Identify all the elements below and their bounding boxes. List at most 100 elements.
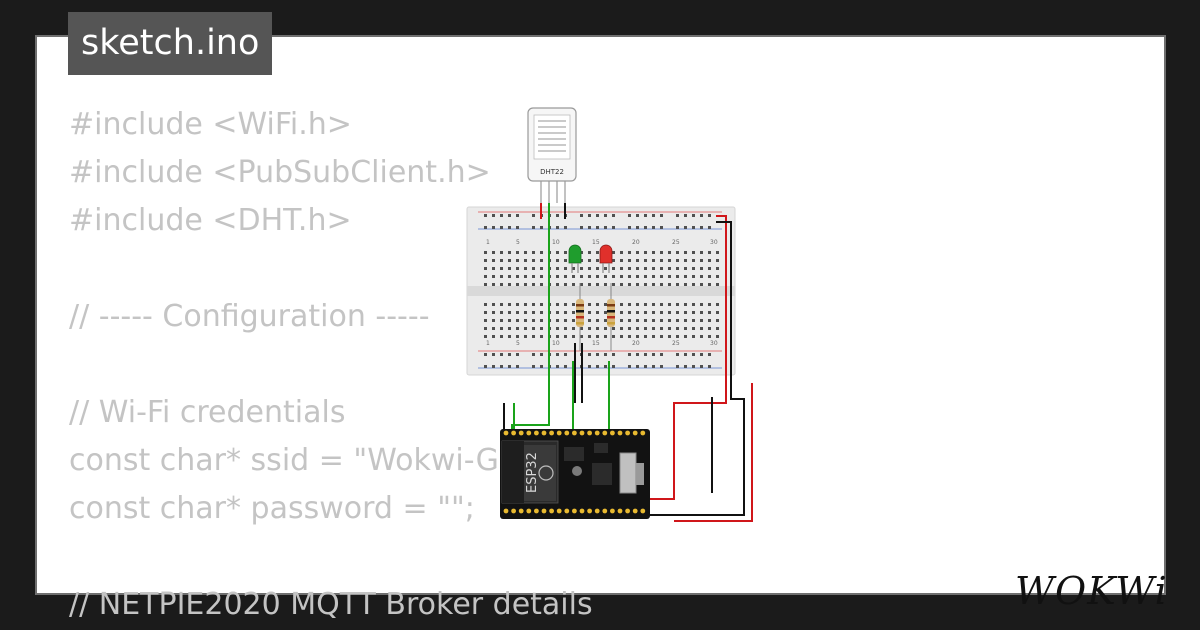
breadboard-hole xyxy=(596,311,599,314)
breadboard-hole xyxy=(620,259,623,262)
breadboard-hole xyxy=(492,275,495,278)
breadboard-hole xyxy=(684,267,687,270)
breadboard-hole xyxy=(716,303,719,306)
breadboard-hole xyxy=(524,319,527,322)
breadboard-hole xyxy=(668,327,671,330)
breadboard-hole xyxy=(556,275,559,278)
breadboard-hole xyxy=(540,335,543,338)
breadboard-hole xyxy=(692,226,695,229)
column-number: 10 xyxy=(552,239,560,246)
breadboard-hole xyxy=(564,303,567,306)
breadboard-hole xyxy=(676,303,679,306)
breadboard-hole xyxy=(516,319,519,322)
breadboard-hole xyxy=(684,319,687,322)
breadboard-hole xyxy=(676,259,679,262)
column-number: 15 xyxy=(592,239,600,246)
breadboard-hole xyxy=(676,275,679,278)
breadboard-hole xyxy=(564,353,567,356)
breadboard-hole xyxy=(500,267,503,270)
breadboard-hole xyxy=(636,353,639,356)
breadboard-hole xyxy=(572,335,575,338)
esp32-pin xyxy=(632,508,638,514)
breadboard-hole xyxy=(532,214,535,217)
breadboard-hole xyxy=(676,267,679,270)
breadboard-hole xyxy=(660,259,663,262)
breadboard-hole xyxy=(700,303,703,306)
breadboard-hole xyxy=(588,214,591,217)
esp32-pin xyxy=(511,430,516,436)
breadboard-hole xyxy=(540,327,543,330)
breadboard-hole xyxy=(644,283,647,286)
esp32-pin xyxy=(587,430,592,436)
breadboard-hole xyxy=(660,226,663,229)
breadboard-hole xyxy=(700,283,703,286)
breadboard-hole xyxy=(588,275,591,278)
esp32-pin xyxy=(556,508,562,514)
breadboard-hole xyxy=(708,214,711,217)
breadboard-hole xyxy=(636,319,639,322)
preview-card: #include <WiFi.h> #include <PubSubClient… xyxy=(35,35,1167,622)
breadboard-hole xyxy=(652,319,655,322)
breadboard-hole xyxy=(636,214,639,217)
breadboard-hole xyxy=(692,365,695,368)
breadboard-hole xyxy=(652,214,655,217)
esp32-pin xyxy=(549,430,554,436)
breadboard-hole xyxy=(508,283,511,286)
breadboard-hole xyxy=(676,311,679,314)
breadboard-hole xyxy=(636,327,639,330)
breadboard-hole xyxy=(628,275,631,278)
column-number: 30 xyxy=(710,239,718,246)
breadboard-hole xyxy=(508,311,511,314)
breadboard-hole xyxy=(660,303,663,306)
breadboard-hole xyxy=(692,327,695,330)
breadboard-hole xyxy=(692,275,695,278)
breadboard-hole xyxy=(684,311,687,314)
breadboard-hole xyxy=(716,311,719,314)
breadboard-hole xyxy=(636,259,639,262)
esp32-pin xyxy=(526,508,532,514)
breadboard-hole xyxy=(580,327,583,330)
breadboard-hole xyxy=(556,283,559,286)
breadboard-hole xyxy=(700,353,703,356)
breadboard-hole xyxy=(668,303,671,306)
breadboard-hole xyxy=(620,335,623,338)
breadboard-hole xyxy=(524,251,527,254)
breadboard-hole xyxy=(628,267,631,270)
breadboard-hole xyxy=(588,335,591,338)
esp32-pin xyxy=(617,430,623,436)
breadboard-hole xyxy=(612,214,615,217)
breadboard-hole xyxy=(676,365,679,368)
breadboard-hole xyxy=(628,303,631,306)
breadboard-hole xyxy=(676,319,679,322)
breadboard-hole xyxy=(516,303,519,306)
breadboard-hole xyxy=(524,335,527,338)
breadboard-hole xyxy=(684,353,687,356)
breadboard-hole xyxy=(492,226,495,229)
breadboard-hole xyxy=(644,365,647,368)
esp32-pin xyxy=(564,508,570,514)
breadboard-hole xyxy=(564,259,567,262)
column-number: 25 xyxy=(672,239,680,246)
breadboard-hole xyxy=(644,319,647,322)
breadboard-hole xyxy=(484,319,487,322)
column-number: 5 xyxy=(516,239,520,246)
breadboard-hole xyxy=(708,303,711,306)
breadboard-hole xyxy=(508,251,511,254)
breadboard-hole xyxy=(588,303,591,306)
breadboard-hole xyxy=(644,259,647,262)
column-number: 1 xyxy=(486,340,490,347)
breadboard-hole xyxy=(500,327,503,330)
breadboard-hole xyxy=(508,365,511,368)
breadboard-hole xyxy=(508,303,511,306)
breadboard-hole xyxy=(492,259,495,262)
sensor-label: DHT22 xyxy=(540,168,564,176)
breadboard-hole xyxy=(532,327,535,330)
breadboard-hole xyxy=(708,259,711,262)
esp32-pin xyxy=(594,508,600,514)
breadboard-hole xyxy=(484,303,487,306)
breadboard-hole xyxy=(540,267,543,270)
breadboard-hole xyxy=(636,283,639,286)
breadboard-hole xyxy=(708,335,711,338)
breadboard-hole xyxy=(556,365,559,368)
breadboard-hole xyxy=(604,303,607,306)
